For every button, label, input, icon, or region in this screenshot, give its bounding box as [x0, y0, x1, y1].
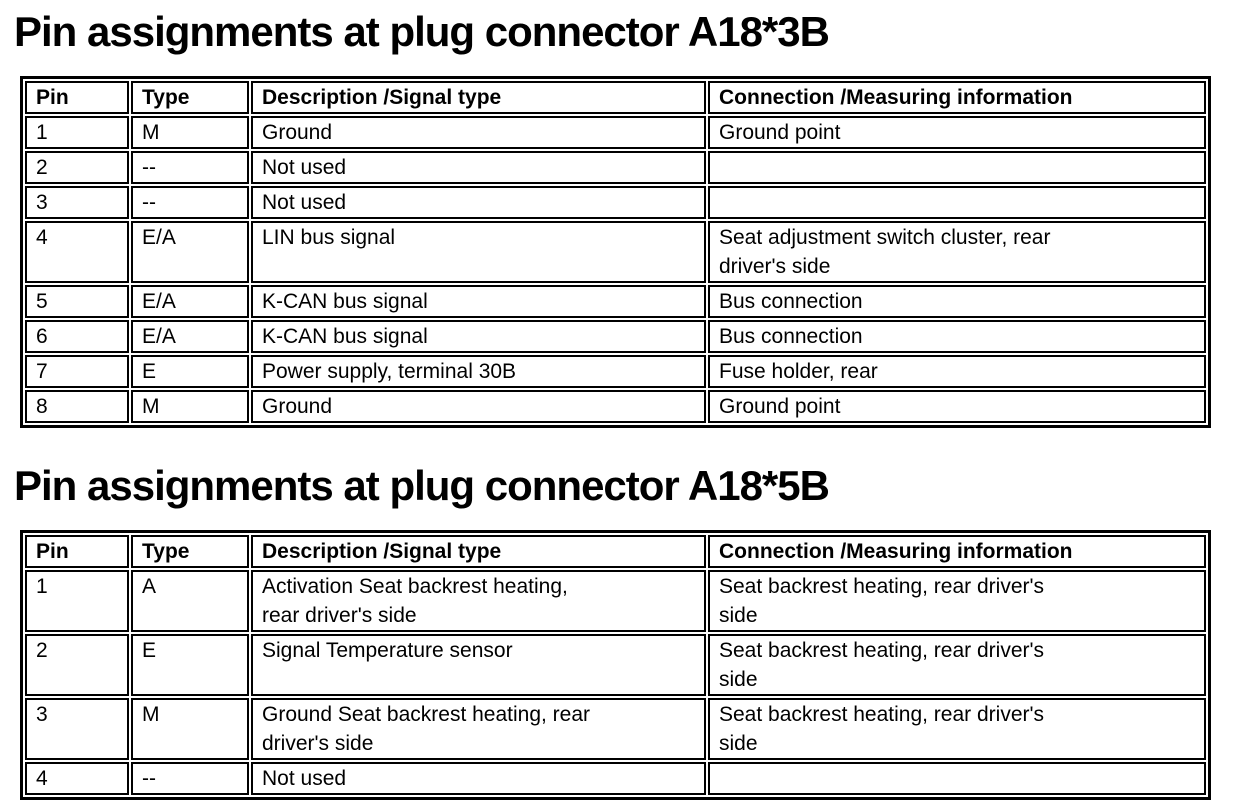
column-header-description: Description /Signal type [251, 535, 706, 568]
cell-type: -- [131, 186, 249, 219]
cell-connection [708, 762, 1206, 795]
cell-pin: 8 [25, 390, 129, 423]
cell-connection: Bus connection [708, 285, 1206, 318]
cell-description: Not used [251, 762, 706, 795]
cell-type: E/A [131, 221, 249, 283]
cell-description: Not used [251, 186, 706, 219]
cell-type: E/A [131, 285, 249, 318]
cell-type: E [131, 634, 249, 696]
cell-type: A [131, 570, 249, 632]
cell-description: K-CAN bus signal [251, 320, 706, 353]
cell-type: M [131, 116, 249, 149]
cell-type: M [131, 698, 249, 760]
cell-pin: 2 [25, 634, 129, 696]
cell-type: E [131, 355, 249, 388]
column-header-pin: Pin [25, 535, 129, 568]
cell-connection [708, 151, 1206, 184]
cell-description: Ground [251, 390, 706, 423]
cell-connection: Bus connection [708, 320, 1206, 353]
cell-type: E/A [131, 320, 249, 353]
cell-description: Ground [251, 116, 706, 149]
cell-pin: 1 [25, 570, 129, 632]
table-row: 2--Not used [25, 151, 1206, 184]
column-header-connection: Connection /Measuring information [708, 535, 1206, 568]
cell-connection: Ground point [708, 390, 1206, 423]
cell-connection [708, 186, 1206, 219]
column-header-pin: Pin [25, 81, 129, 114]
cell-connection: Ground point [708, 116, 1206, 149]
cell-pin: 5 [25, 285, 129, 318]
column-header-type: Type [131, 535, 249, 568]
cell-connection: Seat backrest heating, rear driver's sid… [708, 698, 1206, 760]
cell-type: -- [131, 762, 249, 795]
cell-description: K-CAN bus signal [251, 285, 706, 318]
cell-description: Not used [251, 151, 706, 184]
cell-pin: 1 [25, 116, 129, 149]
cell-connection: Seat adjustment switch cluster, rear dri… [708, 221, 1206, 283]
cell-pin: 4 [25, 762, 129, 795]
column-header-connection: Connection /Measuring information [708, 81, 1206, 114]
cell-pin: 3 [25, 186, 129, 219]
cell-type: M [131, 390, 249, 423]
column-header-description: Description /Signal type [251, 81, 706, 114]
table-row: 3--Not used [25, 186, 1206, 219]
pin-assignment-section: Pin assignments at plug connector A18*5B… [14, 462, 1248, 800]
cell-pin: 4 [25, 221, 129, 283]
cell-pin: 7 [25, 355, 129, 388]
cell-pin: 6 [25, 320, 129, 353]
cell-type: -- [131, 151, 249, 184]
cell-connection: Fuse holder, rear [708, 355, 1206, 388]
column-header-type: Type [131, 81, 249, 114]
cell-description: Activation Seat backrest heating, rear d… [251, 570, 706, 632]
cell-description: Signal Temperature sensor [251, 634, 706, 696]
cell-connection: Seat backrest heating, rear driver's sid… [708, 634, 1206, 696]
cell-description: Ground Seat backrest heating, rear drive… [251, 698, 706, 760]
cell-pin: 3 [25, 698, 129, 760]
section-title: Pin assignments at plug connector A18*3B [14, 8, 830, 55]
cell-description: Power supply, terminal 30B [251, 355, 706, 388]
table-row: 4--Not used [25, 762, 1206, 795]
section-title: Pin assignments at plug connector A18*5B [14, 462, 830, 509]
pin-assignment-section: Pin assignments at plug connector A18*3B… [14, 8, 1248, 428]
cell-description: LIN bus signal [251, 221, 706, 283]
cell-connection: Seat backrest heating, rear driver's sid… [708, 570, 1206, 632]
cell-pin: 2 [25, 151, 129, 184]
